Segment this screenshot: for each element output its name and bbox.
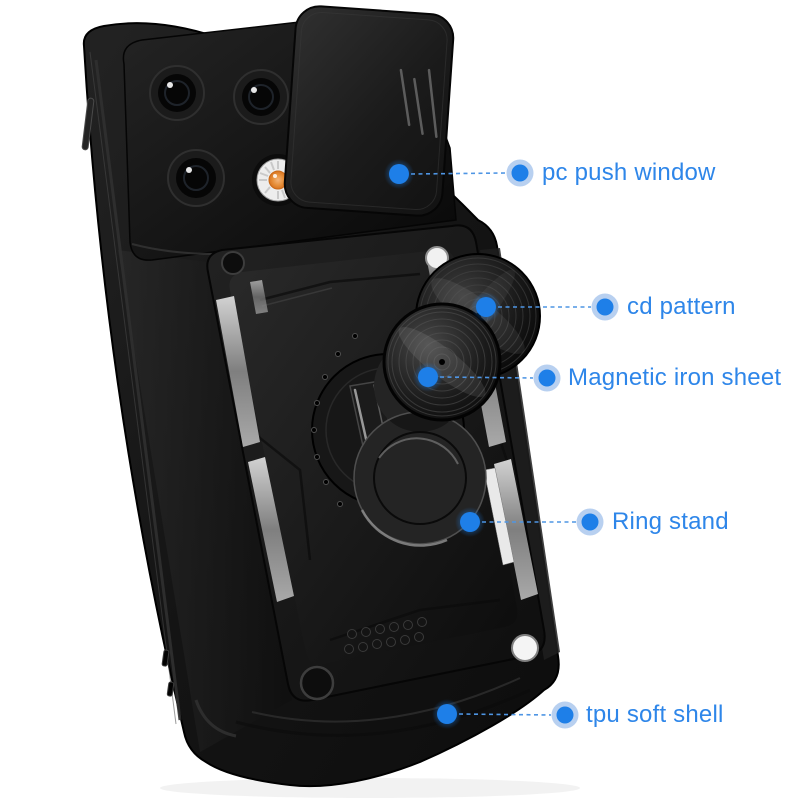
- callout-dot-cd-pattern: [471, 292, 619, 322]
- speaker-vents: [344, 617, 427, 654]
- annotation-label-tpu-soft-shell: tpu soft shell: [586, 701, 724, 728]
- ground-shadow: [160, 778, 580, 798]
- callout-dot-tpu-soft-shell: [432, 699, 579, 729]
- mounting-holes: [221, 246, 539, 701]
- callout-line-magnetic-iron-sheet: [439, 376, 534, 379]
- callout-line-tpu-soft-shell: [458, 713, 552, 716]
- annotation-label-magnetic-iron-sheet: Magnetic iron sheet: [568, 364, 782, 391]
- callout-dot-magnetic-iron-sheet: [413, 362, 561, 392]
- camera-lens-3: [167, 149, 225, 207]
- callout-dots: [384, 159, 619, 729]
- grip-lines: [399, 68, 438, 139]
- pivot-screw-holes: [311, 333, 358, 507]
- annotation-label-pc-push-window: pc push window: [542, 159, 716, 186]
- annotation-label-cd-pattern: cd pattern: [627, 293, 736, 320]
- callout-lines: [410, 172, 591, 716]
- annotation-label-ring-stand: Ring stand: [612, 508, 729, 535]
- callout-dot-ring-stand: [455, 507, 604, 537]
- callout-dot-pc-push-window: [384, 159, 534, 189]
- side-button: [81, 97, 95, 151]
- side-slot-2: [166, 681, 175, 697]
- callout-line-pc-push-window: [410, 172, 507, 175]
- plate-slot: [483, 467, 515, 566]
- camera-lens-1: [149, 65, 205, 121]
- camera-lens-2: [233, 69, 289, 125]
- push-window-cover: [283, 5, 455, 217]
- magnetic-iron-sheet-disc: [382, 302, 502, 422]
- side-slot-1: [161, 649, 170, 667]
